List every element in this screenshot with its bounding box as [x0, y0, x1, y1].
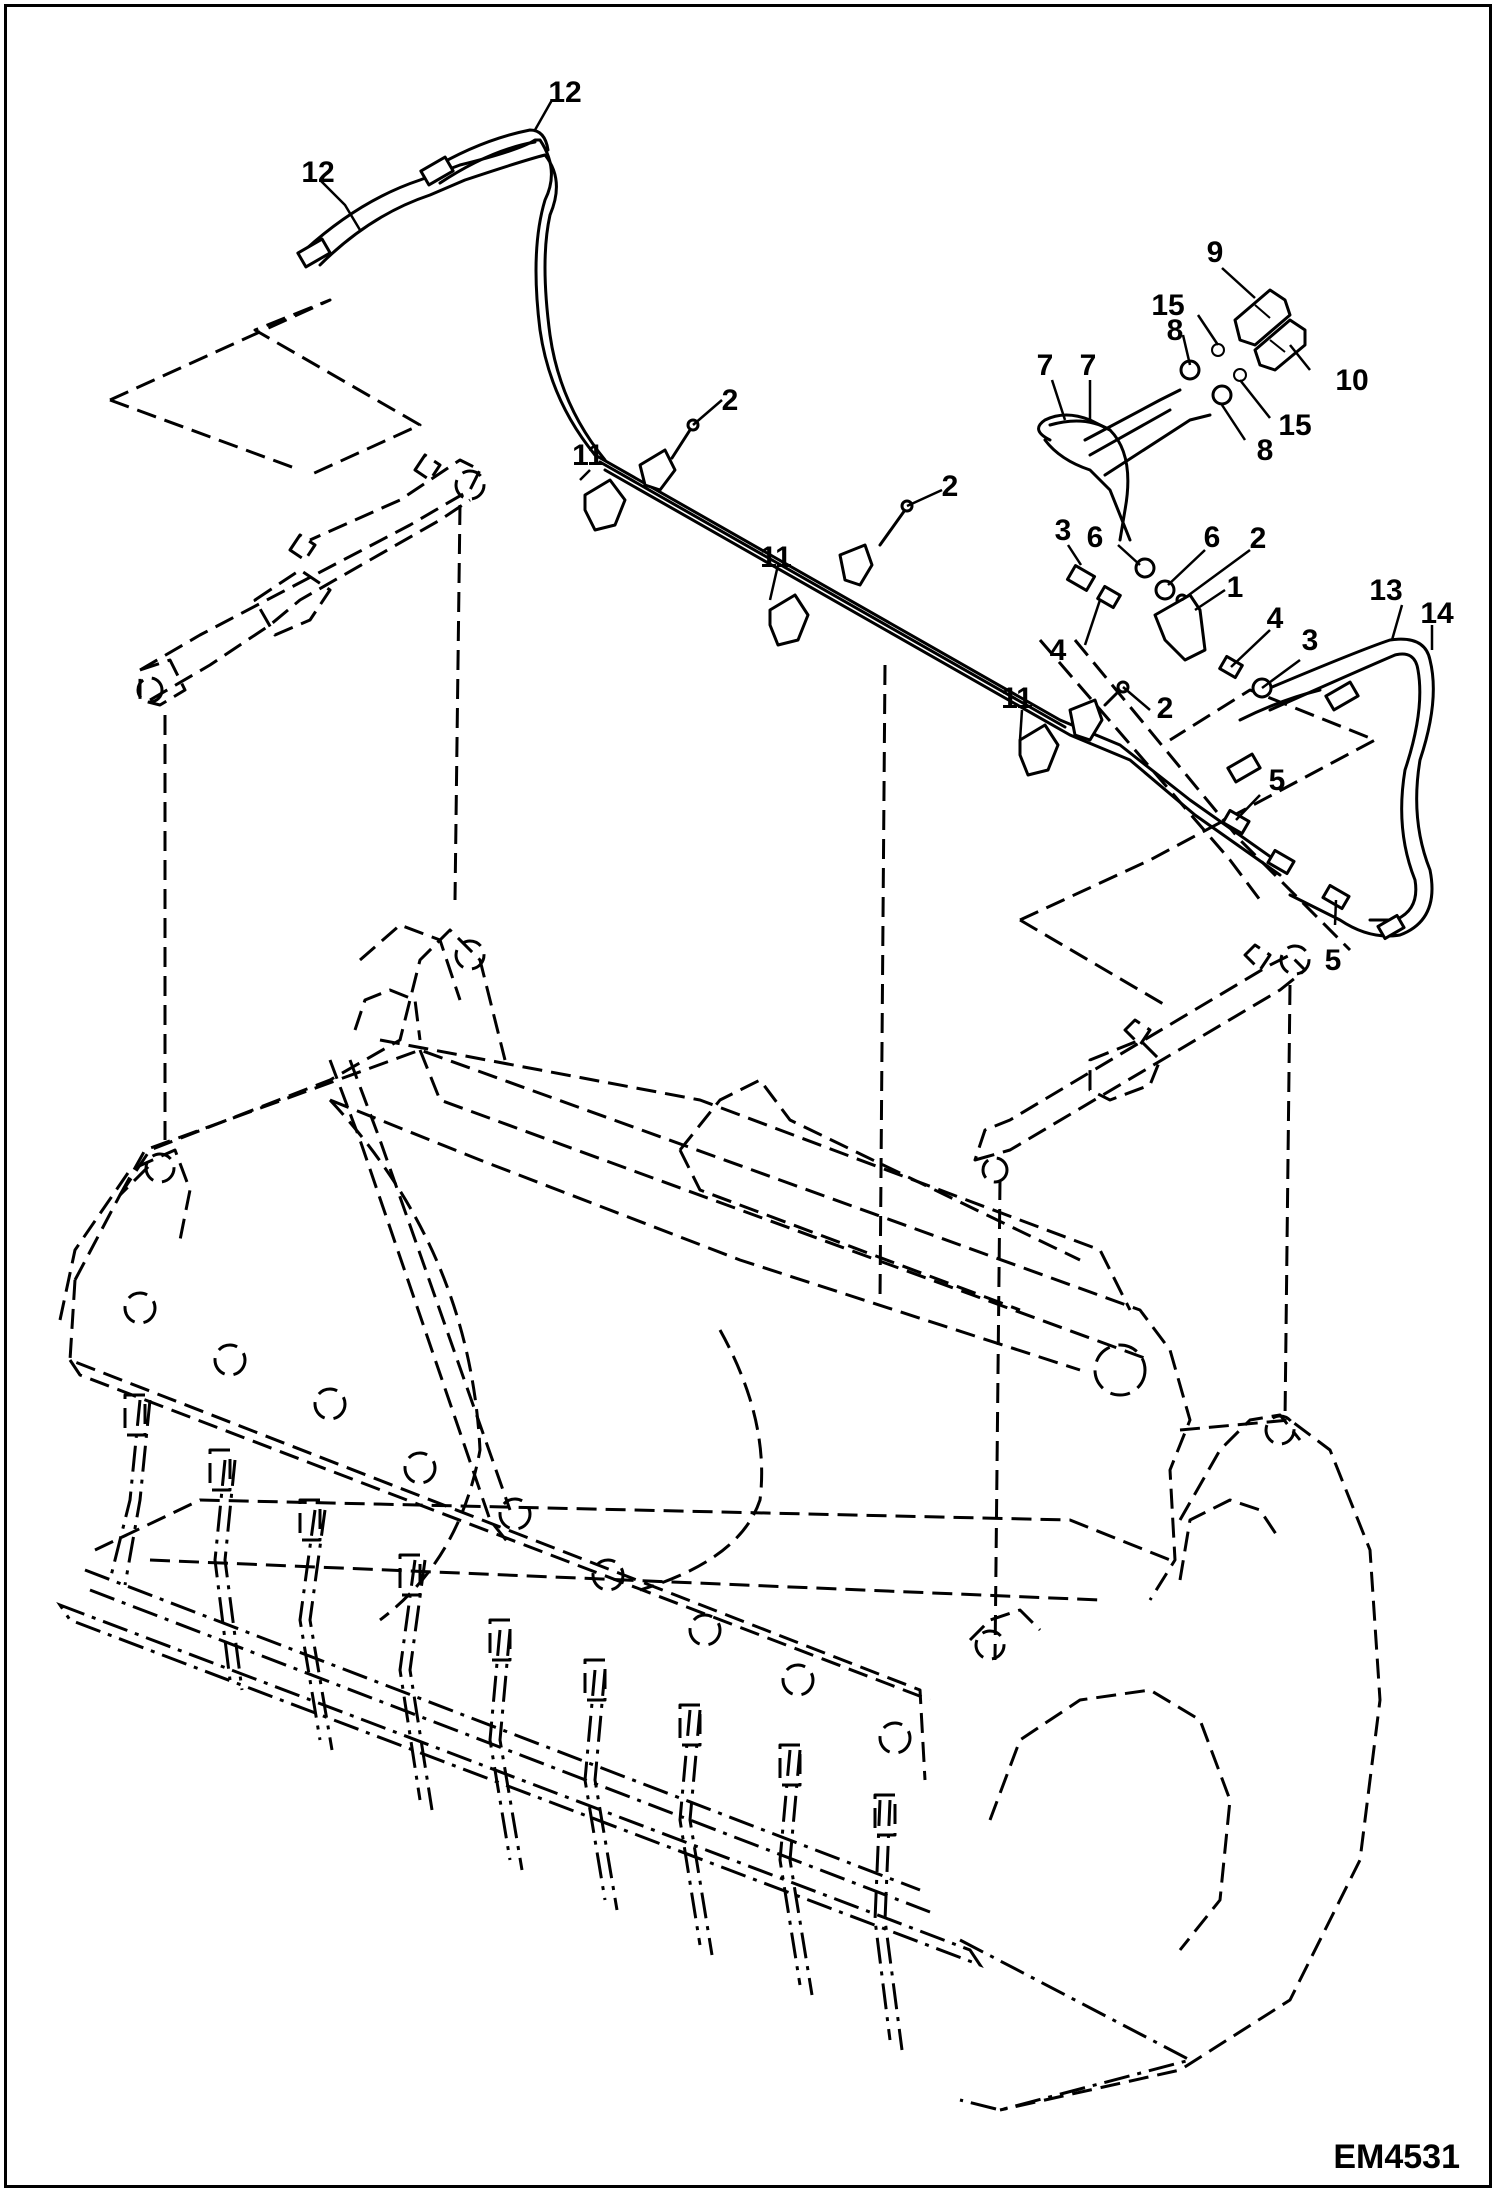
callout-13: 13 — [1369, 574, 1402, 607]
callout-12-left: 12 — [301, 156, 334, 189]
callout-6-a: 6 — [1087, 521, 1104, 554]
callout-14: 14 — [1420, 597, 1454, 630]
hydraulic-hoses — [303, 128, 1435, 938]
callout-15-b: 15 — [1278, 409, 1311, 442]
callout-5-b: 5 — [1325, 944, 1342, 977]
callout-8-b: 8 — [1257, 434, 1274, 467]
right-grapple-cylinder — [973, 639, 1377, 1661]
callout-leaders — [319, 99, 1434, 926]
grapple-bucket — [56, 923, 1382, 2112]
callout-9: 9 — [1207, 236, 1224, 269]
callout-7-a: 7 — [1037, 349, 1054, 382]
diagram-code-label: EM4531 — [1333, 2138, 1460, 2176]
fittings — [296, 155, 1406, 941]
callout-2-a: 2 — [722, 384, 739, 417]
callout-3-a: 3 — [1055, 514, 1072, 547]
grapple-tines — [108, 1393, 904, 2051]
left-grapple-cylinder — [109, 298, 486, 1140]
callout-11-c: 11 — [1001, 682, 1033, 715]
callout-12-top: 12 — [548, 76, 581, 109]
callout-11-b: 11 — [760, 541, 792, 574]
callout-5-a: 5 — [1269, 764, 1286, 797]
callout-2-d: 2 — [1250, 522, 1267, 555]
callout-6-b: 6 — [1204, 521, 1221, 554]
callout-8-a: 8 — [1167, 314, 1184, 347]
callout-3-b: 3 — [1302, 624, 1319, 657]
callout-10: 10 — [1335, 364, 1368, 397]
callout-11-a: 11 — [572, 439, 604, 472]
tine-bosses — [123, 939, 1296, 1755]
callout-15-a: 15 — [1151, 289, 1184, 322]
callout-2-c: 2 — [1157, 692, 1174, 725]
callout-labels: 12 12 2 2 2 2 11 11 11 9 15 8 10 15 8 7 … — [301, 76, 1454, 977]
clamp-leader-line — [878, 664, 887, 1301]
callout-1: 1 — [1227, 571, 1244, 604]
callout-4-a: 4 — [1050, 634, 1067, 667]
callout-2-b: 2 — [942, 470, 959, 503]
callout-4-b: 4 — [1267, 602, 1284, 635]
callout-7-b: 7 — [1080, 349, 1097, 382]
